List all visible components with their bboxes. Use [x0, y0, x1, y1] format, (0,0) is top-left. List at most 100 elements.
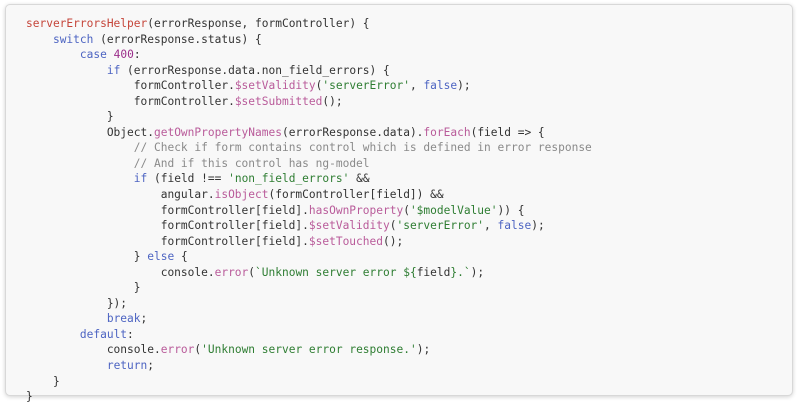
code-token: `Unknown server error ${ — [255, 265, 417, 279]
code-line: if (errorResponse.data.non_field_errors)… — [26, 63, 592, 79]
code-token — [26, 359, 107, 372]
code-line: case 400: — [26, 47, 592, 63]
code-token: , — [409, 79, 424, 93]
code-token: }.` — [450, 265, 471, 279]
code-line: formController.$setValidity('serverError… — [26, 78, 592, 94]
code-token: ( — [248, 265, 256, 279]
code-line: // Check if form contains control which … — [26, 140, 592, 156]
code-token: error — [214, 265, 249, 279]
code-line: // And if this control has ng-model — [26, 156, 592, 172]
code-token: 400 — [113, 48, 134, 62]
code-line: } else { — [26, 249, 592, 265]
code-token: console. — [26, 343, 161, 357]
code-token — [26, 172, 134, 185]
code-token: ( — [403, 203, 410, 217]
code-token: (errorResponse.status) { — [93, 32, 262, 46]
code-line: return; — [26, 358, 592, 374]
code-token: } — [26, 374, 60, 388]
code-token: case — [79, 48, 107, 62]
code-token: isObject — [214, 188, 269, 202]
code-token: } — [26, 281, 141, 295]
code-token: break — [106, 312, 141, 326]
code-token: (errorResponse.data). — [281, 125, 424, 139]
code-token: angular. — [26, 188, 215, 202]
code-token: formController[field]. — [26, 203, 309, 217]
code-line: angular.isObject(formController[field]) … — [26, 187, 592, 203]
code-token: }); — [26, 296, 128, 310]
code-token: ( — [389, 219, 397, 233]
code-token: ); — [470, 265, 485, 279]
code-token — [107, 48, 114, 61]
code-token: : — [133, 48, 141, 62]
code-token — [26, 48, 80, 61]
code-token — [26, 141, 134, 154]
code-token: // And if this control has ng-model — [133, 156, 370, 170]
code-token: ; — [147, 359, 154, 373]
code-token: $setTouched — [308, 234, 383, 248]
code-token: // Check if form contains control which … — [133, 141, 592, 155]
code-token: false — [423, 79, 458, 93]
code-token: else — [147, 250, 175, 264]
code-line: formController[field].hasOwnProperty('$m… — [26, 203, 592, 219]
code-line: serverErrorsHelper(errorResponse, formCo… — [26, 16, 592, 32]
code-token: (field => { — [470, 125, 545, 139]
code-token: (field !== — [147, 172, 229, 186]
code-token: $setValidity — [308, 219, 390, 233]
code-token — [26, 33, 53, 46]
code-line: } — [26, 109, 592, 125]
code-token — [26, 312, 107, 325]
code-token: (); — [322, 94, 343, 108]
code-token: formController. — [26, 79, 235, 93]
code-token: 'serverError' — [322, 79, 410, 93]
code-token: 'serverError' — [396, 219, 485, 233]
code-line: Object.getOwnPropertyNames(errorResponse… — [26, 125, 592, 141]
code-line: console.error(`Unknown server error ${fi… — [26, 265, 592, 281]
code-token: } — [26, 390, 33, 404]
code-token: getOwnPropertyNames — [153, 125, 282, 139]
code-token: if — [133, 172, 148, 186]
code-block: serverErrorsHelper(errorResponse, formCo… — [26, 16, 592, 405]
code-token — [26, 328, 80, 341]
code-line: break; — [26, 311, 592, 327]
code-token: , — [484, 219, 498, 233]
code-token — [26, 157, 134, 170]
code-line: } — [26, 280, 592, 296]
code-token: ); — [531, 219, 545, 233]
code-token: (errorResponse, formController) { — [147, 17, 370, 30]
code-token: field — [416, 265, 451, 279]
code-token: { — [174, 250, 188, 264]
code-token: if — [106, 63, 121, 77]
code-line: formController[field].$setValidity('serv… — [26, 218, 592, 234]
code-token: : — [127, 327, 134, 341]
code-line: } — [26, 389, 592, 405]
code-token: return — [106, 359, 148, 373]
code-token: $setSubmitted — [234, 94, 323, 108]
code-token: )) { — [497, 203, 525, 217]
code-token: error — [160, 343, 195, 357]
code-token: formController[field]. — [26, 219, 309, 233]
code-token: ( — [315, 79, 323, 93]
code-line: } — [26, 374, 592, 390]
code-token: } — [26, 110, 114, 124]
code-token: 'Unknown server error response.' — [201, 343, 417, 357]
code-line: if (field !== 'non_field_errors' && — [26, 171, 592, 187]
code-token: Object. — [26, 125, 154, 139]
code-token: default — [79, 327, 128, 341]
code-token: ( — [194, 343, 202, 357]
code-line: formController.$setSubmitted(); — [26, 94, 592, 110]
code-token: && — [349, 172, 370, 186]
code-token: (formController[field]) && — [268, 188, 444, 202]
code-line: }); — [26, 296, 592, 312]
code-token: switch — [52, 32, 94, 46]
code-block-frame: serverErrorsHelper(errorResponse, formCo… — [5, 4, 793, 403]
code-token: } — [26, 250, 148, 264]
code-token: ); — [457, 79, 471, 93]
code-token — [26, 64, 107, 77]
code-token: $setValidity — [234, 79, 316, 93]
code-token: forEach — [423, 125, 471, 139]
code-line: console.error('Unknown server error resp… — [26, 342, 592, 358]
code-token: '$modelValue' — [409, 203, 498, 217]
code-token: false — [497, 219, 532, 233]
code-token: ); — [416, 343, 431, 357]
code-token: console. — [26, 265, 215, 279]
